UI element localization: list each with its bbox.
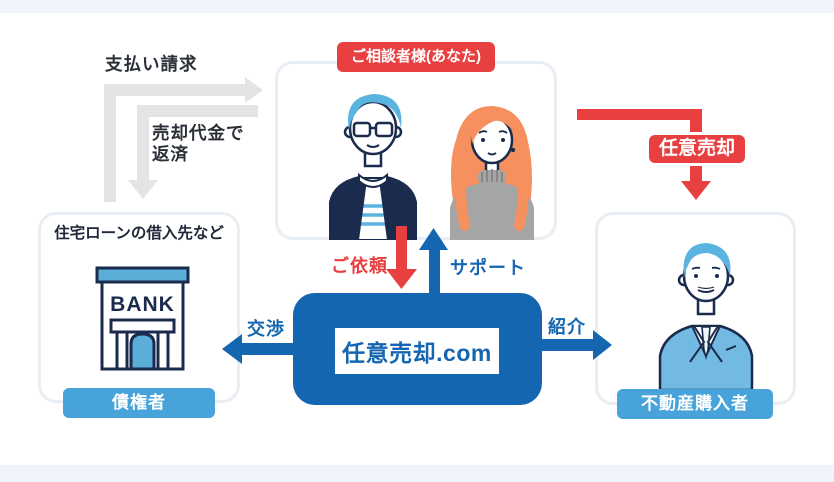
repay-label: 売却代金で 返済 (152, 123, 245, 165)
bank-building-icon: BANK (95, 266, 190, 371)
lender-title: 住宅ローンの借入先など (54, 225, 224, 242)
top-background-strip (0, 0, 834, 13)
payment-demand-label: 支払い請求 (105, 54, 198, 74)
consultant-badge: ご相談者様(あなた) (337, 42, 495, 72)
company-name: 任意売却.com (335, 328, 499, 374)
repay-label-line2: 返済 (152, 144, 189, 164)
buyer-badge: 不動産購入者 (617, 389, 773, 419)
buyer-illustration (658, 243, 754, 390)
repay-label-line1: 売却代金で (152, 123, 245, 143)
negotiate-label: 交渉 (247, 319, 285, 339)
creditor-badge: 債権者 (63, 388, 215, 418)
introduce-label: 紹介 (548, 317, 586, 337)
bank-sign-text: BANK (110, 293, 175, 316)
support-label: サポート (450, 258, 526, 278)
voluntary-sale-badge: 任意売却 (646, 132, 748, 166)
request-label: ご依頼 (331, 256, 388, 276)
bottom-background-strip (0, 465, 834, 482)
consultant-man-illustration (329, 94, 417, 240)
consultant-woman-illustration (450, 106, 534, 240)
